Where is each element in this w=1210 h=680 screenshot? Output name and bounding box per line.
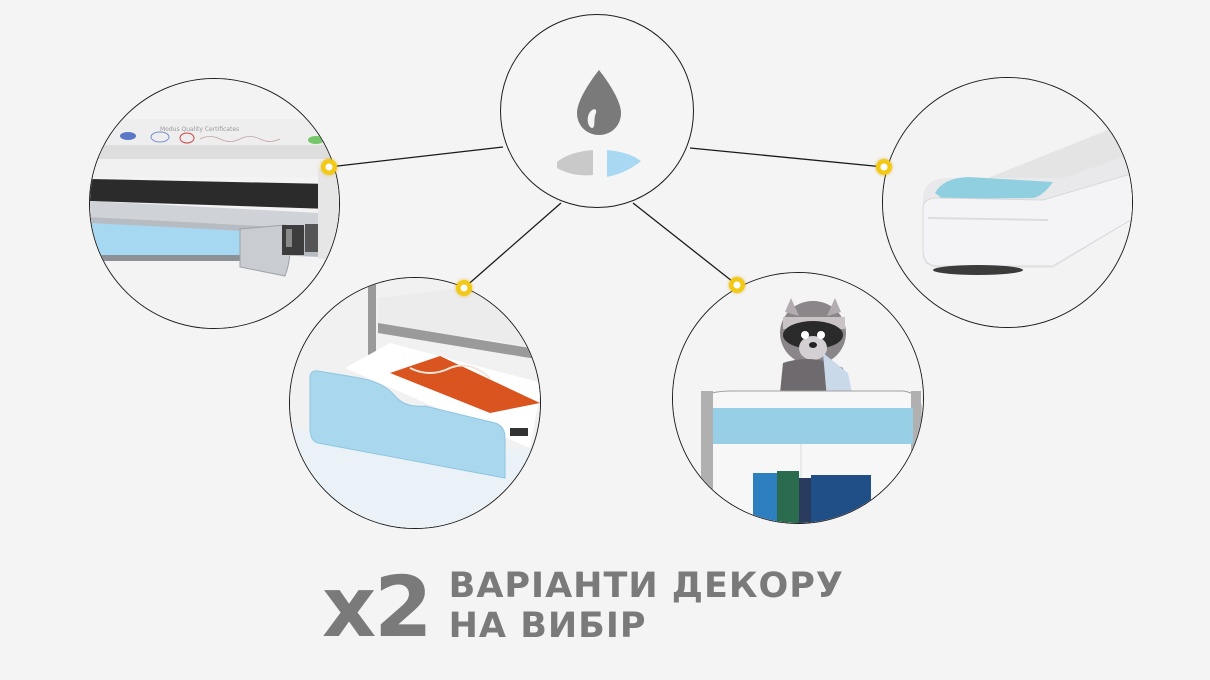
shelf-illustration — [673, 273, 923, 523]
swatch-blue — [607, 150, 641, 177]
svg-text:Modus Quality Certificates: Modus Quality Certificates — [160, 126, 239, 133]
detail-shelf — [672, 272, 924, 524]
marker-drawer[interactable] — [456, 280, 472, 296]
drawer-illustration — [290, 278, 540, 528]
marker-leg-foot[interactable] — [876, 159, 892, 175]
detail-lamp-rail: Modus Quality Certificates — [89, 78, 340, 329]
marker-lamp-rail[interactable] — [321, 159, 337, 175]
leg-foot-illustration — [883, 78, 1132, 327]
caption-line-2: НА ВИБІР — [448, 606, 647, 646]
multiplier-text: x2 — [322, 558, 433, 656]
caption-line-1: ВАРІАНТИ ДЕКОРУ — [448, 566, 844, 606]
detail-drawer — [289, 277, 541, 529]
decor-options-badge — [500, 14, 694, 208]
detail-leg-foot — [882, 77, 1133, 328]
swatch-grey — [557, 150, 593, 176]
lamp-rail-illustration: Modus Quality Certificates — [90, 79, 339, 328]
decor-badge-illustration — [557, 70, 641, 177]
decor-caption: x2 ВАРІАНТИ ДЕКОРУ НА ВИБІР — [322, 563, 844, 649]
water-drop-icon — [577, 70, 621, 135]
marker-shelf[interactable] — [729, 277, 745, 293]
